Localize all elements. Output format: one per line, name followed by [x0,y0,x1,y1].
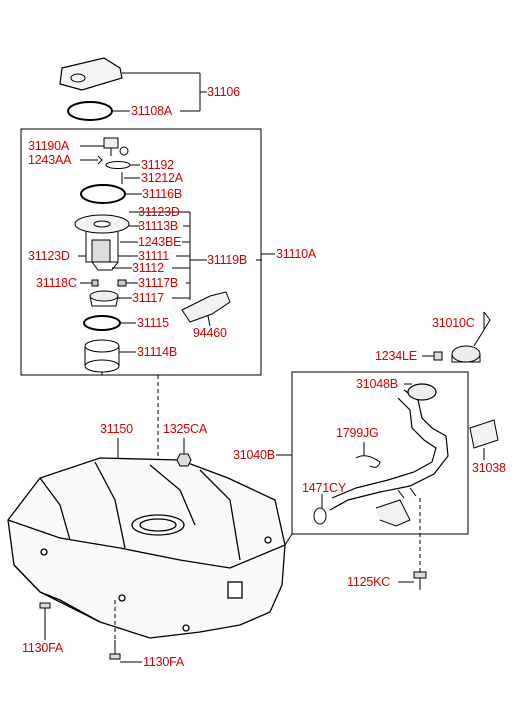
nut-1325CA [176,453,192,467]
pump-assembly [74,214,130,271]
label-31123D-left: 31123D [28,249,70,263]
label-31118C: 31118C [36,276,77,290]
label-31113B: 31113B [138,219,179,233]
label-31123D-top: 31123D [138,205,180,219]
filler-neck-31048B [329,383,449,511]
label-1799JG: 1799JG [336,426,379,440]
ring-31115 [83,315,121,331]
ring-31116B [80,184,126,204]
label-31115: 31115 [137,316,169,330]
label-31108A: 31108A [131,104,172,118]
label-1243AA: 1243AA [28,153,72,167]
pipe-bracket [375,499,411,527]
label-31119B: 31119B [207,253,248,267]
washer-31192 [105,161,131,169]
screw-1234LE [433,351,443,361]
label-1130FA-left: 1130FA [22,641,63,655]
cover-plate-31106 [59,57,123,91]
bolt-1130FA-left [39,602,51,624]
label-31150: 31150 [100,422,133,436]
label-1125KC: 1125KC [347,575,391,589]
label-31117B: 31117B [138,276,179,290]
label-31117: 31117 [132,291,164,305]
label-1325CA: 1325CA [163,422,207,436]
label-1130FA-right: 1130FA [143,655,184,669]
connector-31190A [103,137,129,156]
pump-module-box [20,128,262,376]
clamp-1471CY [313,507,327,525]
bolt-1130FA-right [109,640,121,660]
label-1234LE: 1234LE [375,349,417,363]
label-31038: 31038 [472,461,506,475]
label-31048B: 31048B [356,377,398,391]
filler-neck-box [291,371,469,535]
label-31192: 31192 [141,158,174,172]
fuel-cap-31010C [451,311,491,363]
label-31190A: 31190A [28,139,69,153]
label-31116B: 31116B [142,187,183,201]
label-1243BE: 1243BE [138,235,182,249]
label-31212A: 31212A [141,171,183,185]
label-94460: 94460 [193,326,227,340]
label-31010C: 31010C [432,316,475,330]
fuel-tank-31150 [7,457,286,639]
label-31106: 31106 [207,85,240,99]
clamp-1799JG [355,455,381,468]
label-plate-31038 [469,419,499,449]
label-31110A: 31110A [276,247,317,261]
label-31040B: 31040B [233,448,275,462]
label-31111: 31111 [138,249,169,263]
sleeve-31114B [84,339,120,373]
label-1471CY: 1471CY [302,481,346,495]
label-31114B: 31114B [137,345,178,359]
box-link-line [284,533,293,546]
bracket-94460 [181,291,231,323]
filter-31117 [89,290,119,307]
label-31112: 31112 [132,261,164,275]
gasket-31108A [67,101,113,121]
